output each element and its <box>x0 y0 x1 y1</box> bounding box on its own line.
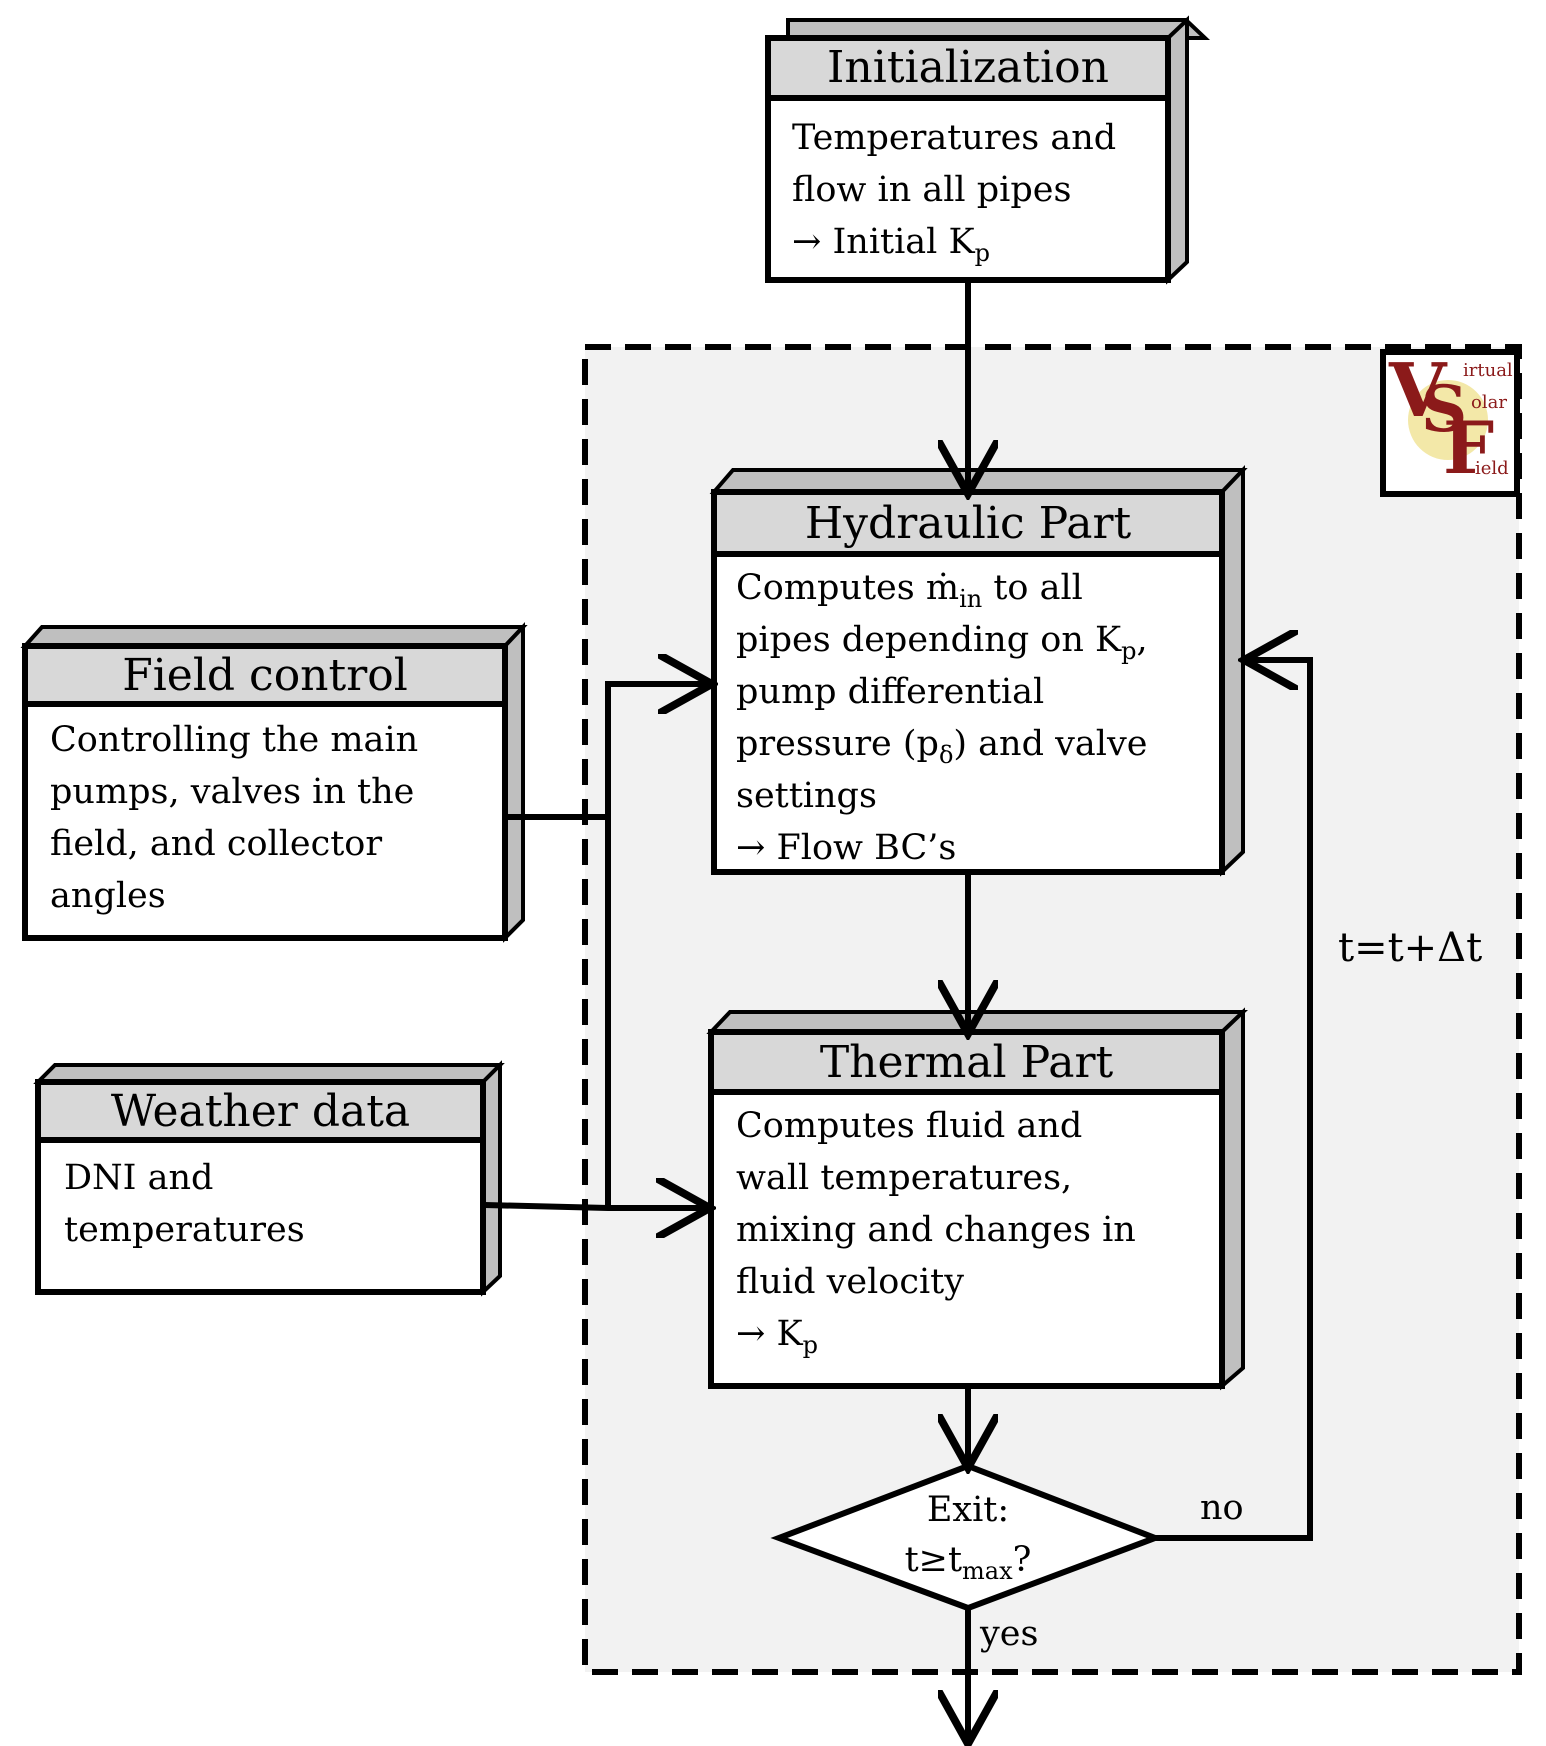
result-arrow-icon: → <box>736 1314 766 1354</box>
no-branch-label: no <box>1200 1488 1244 1528</box>
weather-data-box <box>33 1060 505 1297</box>
thermal-line-4: fluid velocity <box>736 1262 964 1302</box>
field-control-line-4: angles <box>50 876 166 916</box>
time-step-label: t=t+Δt <box>1338 925 1483 971</box>
hydraulic-part-title: Hydraulic Part <box>804 498 1132 549</box>
thermal-part-title: Thermal Part <box>819 1037 1114 1088</box>
logo-letter-v: V <box>1389 348 1447 434</box>
initialization-header <box>765 35 1171 101</box>
initialization-title: Initialization <box>827 42 1109 93</box>
thermal-result: → Kp <box>736 1314 818 1359</box>
thermal-line-1: Computes fluid and <box>736 1106 1083 1146</box>
yes-branch-label: yes <box>980 1614 1039 1654</box>
field-control-header <box>22 643 508 707</box>
weather-data-body: DNI and temperatures <box>64 1152 305 1256</box>
logo-word-2: olar <box>1471 392 1507 413</box>
logo-letter-s: S <box>1421 372 1468 447</box>
weather-data-title: Weather data <box>110 1086 411 1137</box>
hydraulic-part-box <box>709 465 1248 877</box>
connector-field-to-hydraulic <box>507 684 706 820</box>
hydraulic-line-4: pressure (pδ) and valve <box>736 724 1148 769</box>
result-arrow-icon: → <box>736 828 766 868</box>
thermal-line-3: mixing and changes in <box>736 1210 1136 1250</box>
result-arrow-icon: → <box>792 222 822 262</box>
logo-letter-f: F <box>1443 405 1495 490</box>
hydraulic-line-5: settings <box>736 776 877 816</box>
initialization-line-1: Temperatures and <box>792 118 1117 158</box>
initialization-body: Temperatures and flow in all pipes → Ini… <box>792 112 1116 268</box>
thermal-part-body: Computes fluid and wall temperatures, mi… <box>736 1100 1136 1360</box>
weather-data-header <box>35 1079 486 1143</box>
logo-word-1: irtual <box>1463 360 1513 381</box>
exit-decision-diamond <box>770 1462 1164 1612</box>
hydraulic-line-1: Computes ṁin to all <box>736 568 1083 613</box>
field-control-box <box>20 621 528 943</box>
hydraulic-part-body: Computes ṁin to all pipes depending on K… <box>736 562 1148 874</box>
exit-decision-line-1: Exit: <box>926 1490 1010 1530</box>
vsf-logo <box>1380 349 1520 497</box>
connector-weather-to-thermal <box>484 1205 704 1208</box>
vsf-logo-letters: V S F irtual olar ield <box>1383 352 1517 494</box>
hydraulic-part-header <box>711 489 1225 557</box>
logo-word-3: ield <box>1475 458 1509 479</box>
field-control-line-2: pumps, valves in the <box>50 772 415 812</box>
weather-data-line-2: temperatures <box>64 1210 305 1250</box>
initialization-result: → Initial Kp <box>792 222 990 267</box>
thermal-line-2: wall temperatures, <box>736 1158 1073 1198</box>
exit-decision-line-2: t≥tmax? <box>904 1540 1032 1585</box>
hydraulic-line-2: pipes depending on Kp, <box>736 620 1148 665</box>
field-control-line-1: Controlling the main <box>50 720 419 760</box>
initialization-box <box>765 15 1211 285</box>
initialization-line-2: flow in all pipes <box>792 170 1072 210</box>
hydraulic-line-3: pump differential <box>736 672 1045 712</box>
connector-no-loop-back <box>1155 660 1313 1541</box>
weather-data-line-1: DNI and <box>64 1158 214 1198</box>
hydraulic-result: → Flow BC’s <box>736 828 957 868</box>
field-control-title: Field control <box>122 650 408 701</box>
field-control-line-3: field, and collector <box>50 824 383 864</box>
field-control-body: Controlling the main pumps, valves in th… <box>50 714 418 922</box>
